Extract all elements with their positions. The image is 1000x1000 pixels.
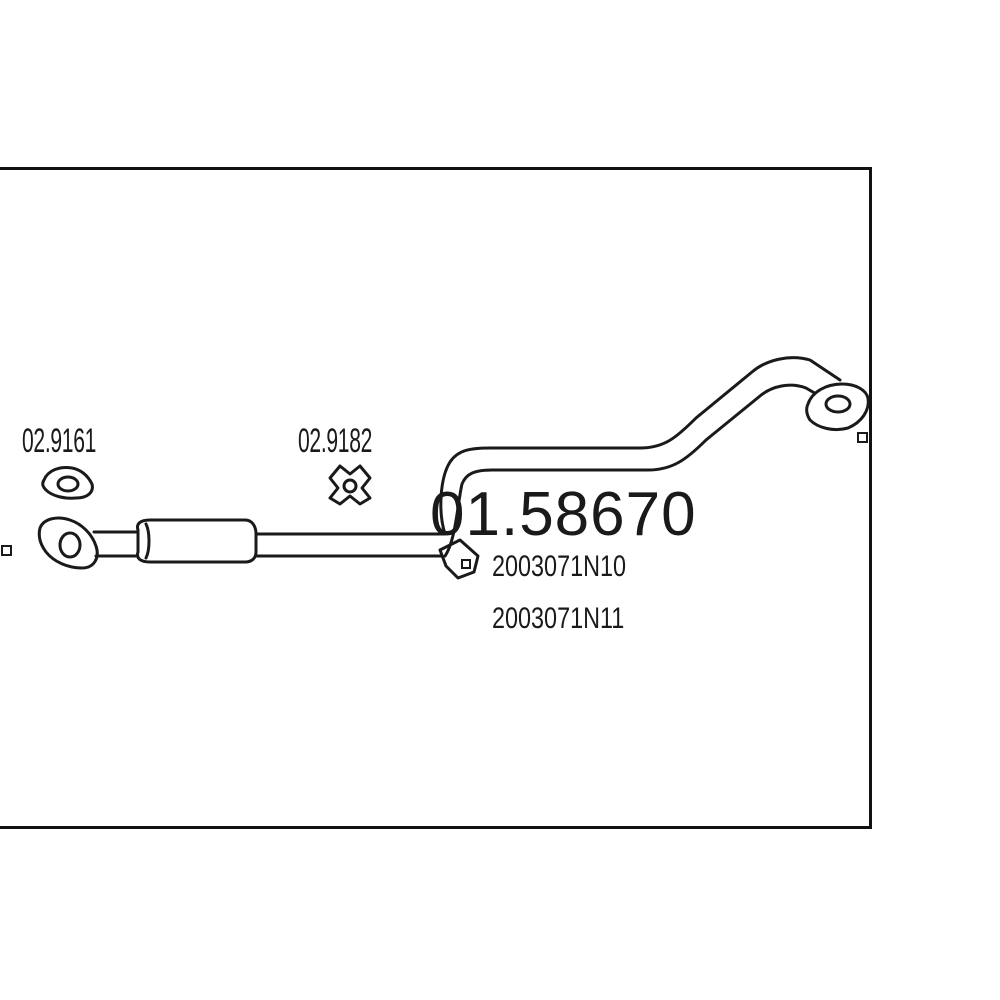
oem-reference-2: 2003071N11 [492, 602, 625, 635]
diagram-frame [0, 167, 872, 829]
main-part-number: 01.58670 [430, 480, 697, 549]
clamp-part [328, 464, 372, 506]
left-edge-marker [1, 545, 12, 556]
oem-reference-1: 2003071N10 [492, 550, 627, 583]
gasket-part [41, 466, 94, 500]
clamp-code-label: 02.9182 [298, 422, 373, 460]
front-pipe [92, 518, 447, 564]
right-edge-marker [857, 432, 868, 443]
front-flange [37, 516, 99, 570]
tail-pipe [439, 356, 842, 558]
gasket-code-label: 02.9161 [22, 422, 97, 460]
rear-flange [805, 382, 870, 432]
